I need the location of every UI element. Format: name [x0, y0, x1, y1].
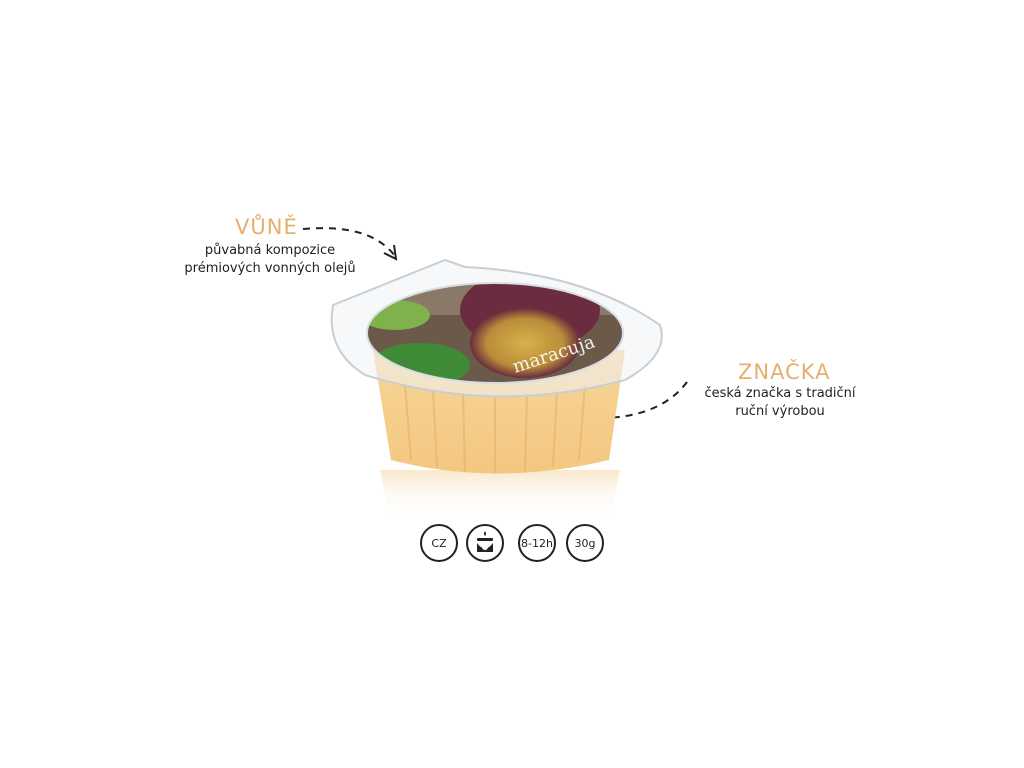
burn-time-badge: 8-12h: [518, 524, 556, 562]
origin-badge-label: CZ: [431, 536, 447, 550]
wax-melt-product-image: maracuja: [330, 258, 663, 520]
product-badges: CZ 8-12h 30g: [420, 524, 610, 564]
scent-callout-title: VŮNĚ: [235, 215, 298, 239]
weight-badge: 30g: [566, 524, 604, 562]
aroma-lamp-icon: [466, 524, 504, 562]
origin-badge: CZ: [420, 524, 458, 562]
brand-callout-title: ZNAČKA: [738, 360, 831, 384]
weight-badge-label: 30g: [574, 536, 596, 550]
brand-callout-description: česká značka s tradiční ruční výrobou: [704, 386, 856, 419]
product-label: [367, 283, 623, 383]
scent-callout-description: půvabná kompozice prémiových vonných ole…: [184, 243, 356, 276]
burn-time-badge-label: 8-12h: [521, 536, 553, 550]
